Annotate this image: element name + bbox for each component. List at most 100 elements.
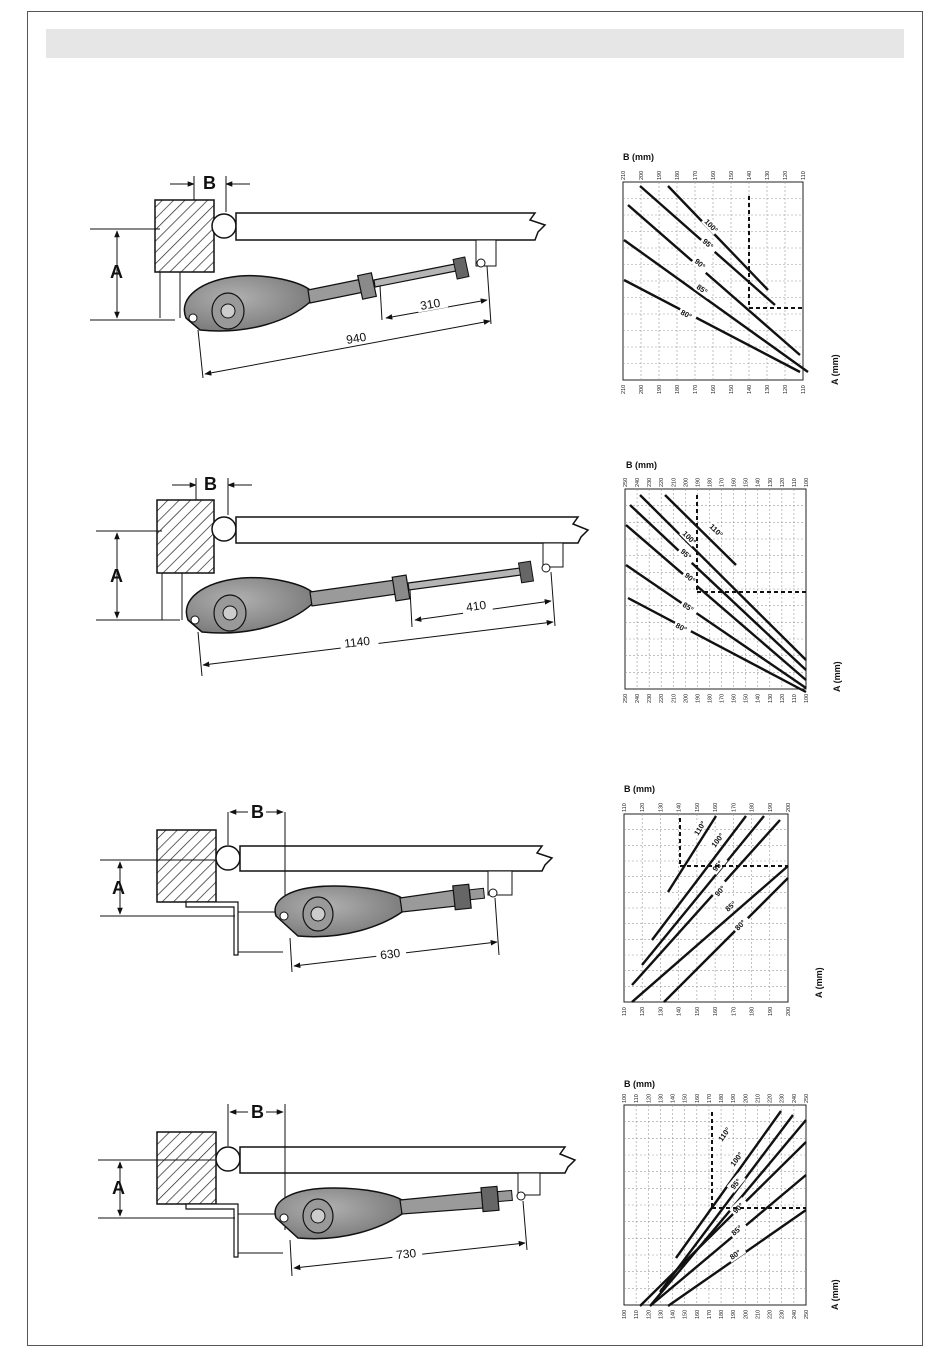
tick-bottom: 160 (713, 1007, 719, 1016)
page-frame (27, 11, 923, 1346)
tick-top: 240 (635, 478, 641, 487)
tick-top: 180 (675, 171, 681, 180)
tick-top: 200 (743, 1094, 749, 1103)
tick-top: 160 (711, 171, 717, 180)
tick-bottom: 210 (621, 385, 627, 394)
tick-top: 110 (792, 478, 798, 487)
a-axis-label: A (mm) (814, 967, 824, 998)
tick-top: 220 (768, 1094, 774, 1103)
tick-bottom: 190 (657, 385, 663, 394)
b-axis-label: B (mm) (624, 784, 655, 794)
tick-bottom: 170 (693, 385, 699, 394)
b-axis-label: B (mm) (624, 1079, 655, 1089)
tick-top: 120 (783, 171, 789, 180)
pillar (156, 499, 215, 574)
tick-top: 130 (765, 171, 771, 180)
tick-top: 200 (683, 478, 689, 487)
tick-bottom: 200 (743, 1310, 749, 1319)
tick-top: 170 (693, 171, 699, 180)
tick-top: 180 (707, 478, 713, 487)
tick-bottom: 180 (675, 385, 681, 394)
tick-top: 150 (729, 171, 735, 180)
tick-bottom: 170 (707, 1310, 713, 1319)
gate-leaf (239, 1146, 577, 1174)
label-a: A (110, 566, 123, 586)
tick-bottom: 100 (804, 694, 810, 703)
tick-bottom: 180 (750, 1007, 756, 1016)
gate-hinge (215, 1146, 241, 1172)
tick-bottom: 160 (732, 694, 738, 703)
tick-top: 140 (677, 803, 683, 812)
tick-top: 160 (732, 478, 738, 487)
tick-top: 170 (707, 1094, 713, 1103)
tick-bottom: 200 (639, 385, 645, 394)
angle-curve (627, 596, 807, 694)
dimension-stroke-label: 410 (465, 598, 487, 615)
tick-bottom: 100 (622, 1310, 628, 1319)
tick-top: 130 (658, 803, 664, 812)
tick-bottom: 170 (720, 694, 726, 703)
tick-bottom: 140 (671, 1310, 677, 1319)
tick-bottom: 150 (744, 694, 750, 703)
header-bar (46, 29, 904, 58)
tick-top: 120 (780, 478, 786, 487)
tick-top: 220 (659, 478, 665, 487)
piston-rod (373, 263, 457, 288)
angle-curve (631, 819, 781, 986)
label-a: A (112, 1178, 125, 1198)
tick-top: 210 (621, 171, 627, 180)
tick-top: 150 (695, 803, 701, 812)
tick-top: 230 (780, 1094, 786, 1103)
tick-bottom: 110 (792, 694, 798, 703)
tick-bottom: 190 (731, 1310, 737, 1319)
tick-bottom: 160 (711, 385, 717, 394)
tick-bottom: 130 (658, 1310, 664, 1319)
tick-bottom: 120 (646, 1310, 652, 1319)
panel-2-mechanism: A B 410 1140 (96, 474, 590, 677)
a-axis-label: A (mm) (832, 661, 842, 692)
tick-top: 120 (646, 1094, 652, 1103)
tick-bottom: 120 (783, 385, 789, 394)
tick-top: 210 (755, 1094, 761, 1103)
tick-bottom: 230 (647, 694, 653, 703)
tick-bottom: 220 (768, 1310, 774, 1319)
angle-curve (659, 1114, 794, 1293)
gate-leaf (235, 212, 547, 241)
tick-bottom: 150 (683, 1310, 689, 1319)
angle-curve (666, 815, 718, 893)
motor-body (274, 885, 403, 938)
tick-bottom: 150 (729, 385, 735, 394)
tick-bottom: 130 (768, 694, 774, 703)
tick-top: 190 (731, 1094, 737, 1103)
motor-body (185, 576, 313, 634)
tick-bottom: 110 (622, 1007, 628, 1016)
angle-curve (625, 524, 807, 681)
tick-bottom: 180 (719, 1310, 725, 1319)
tick-top: 130 (768, 478, 774, 487)
angle-curve (651, 815, 747, 941)
label-b: B (251, 1102, 264, 1122)
label-a: A (110, 262, 123, 282)
tick-top: 130 (658, 1094, 664, 1103)
tick-top: 230 (647, 478, 653, 487)
angle-curve (649, 1174, 807, 1307)
a-axis-label: A (mm) (830, 1279, 840, 1310)
tick-top: 150 (683, 1094, 689, 1103)
tick-top: 160 (695, 1094, 701, 1103)
angle-curve (667, 185, 769, 291)
gate-hinge (211, 516, 237, 542)
angle-curve (627, 204, 801, 356)
tick-bottom: 210 (755, 1310, 761, 1319)
pillar (156, 829, 217, 903)
tick-bottom: 140 (756, 694, 762, 703)
dimension-total (204, 319, 491, 376)
dimension-total-label: 630 (379, 946, 401, 962)
tick-bottom: 190 (695, 694, 701, 703)
a-axis-label: A (mm) (830, 354, 840, 385)
angle-curve (639, 1141, 807, 1307)
tick-bottom: 250 (623, 694, 629, 703)
angle-curve (664, 494, 737, 566)
angle-curve (625, 564, 807, 689)
